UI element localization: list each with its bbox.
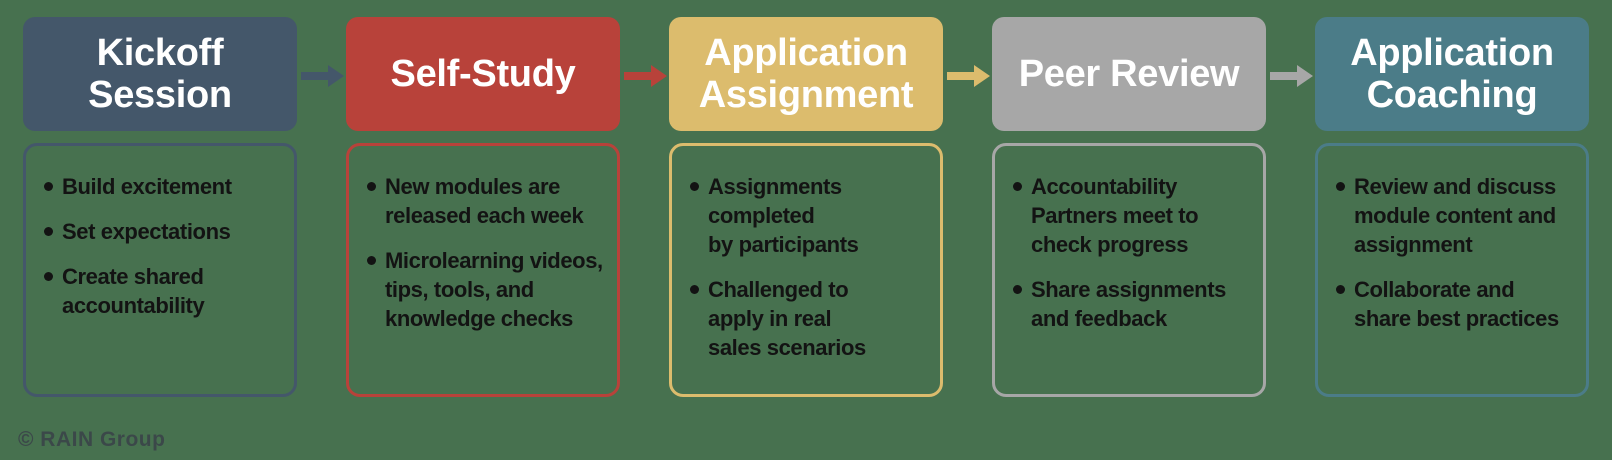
stage-column-kickoff-session: Kickoff Session Build excitement Set exp… xyxy=(23,17,297,397)
copyright-watermark: © RAIN Group xyxy=(18,428,166,451)
flow-arrow-2 xyxy=(620,17,669,89)
stage-bullet-box: Build excitement Set expectations Create… xyxy=(23,143,297,397)
bullet-list: Review and discuss module content and as… xyxy=(1334,172,1582,333)
bullet-item: New modules are released each week xyxy=(365,172,613,230)
arrow-right-icon xyxy=(300,65,344,87)
stage-bullet-box: Accountability Partners meet to check pr… xyxy=(992,143,1266,397)
bullet-item: Set expectations xyxy=(42,217,290,246)
bullet-item: Build excitement xyxy=(42,172,290,201)
bullet-item: Accountability Partners meet to check pr… xyxy=(1011,172,1259,259)
bullet-list: New modules are released each week Micro… xyxy=(365,172,613,333)
arrow-right-icon xyxy=(946,65,990,87)
flow-arrow-1 xyxy=(297,17,346,89)
bullet-item: Collaborate and share best practices xyxy=(1334,275,1582,333)
arrow-right-icon xyxy=(623,65,667,87)
stage-bullet-box: New modules are released each week Micro… xyxy=(346,143,620,397)
bullet-item: Share assignments and feedback xyxy=(1011,275,1259,333)
bullet-item: Challenged to apply in real sales scenar… xyxy=(688,275,936,362)
bullet-item: Create shared accountability xyxy=(42,262,290,320)
bullet-item: Assignments completed by participants xyxy=(688,172,936,259)
bullet-list: Build excitement Set expectations Create… xyxy=(42,172,290,320)
stage-row: Kickoff Session Build excitement Set exp… xyxy=(23,17,1589,397)
stage-bullet-box: Review and discuss module content and as… xyxy=(1315,143,1589,397)
bullet-item: Review and discuss module content and as… xyxy=(1334,172,1582,259)
flow-arrow-3 xyxy=(943,17,992,89)
stage-column-self-study: Self-Study New modules are released each… xyxy=(346,17,620,397)
flow-arrow-4 xyxy=(1266,17,1315,89)
stage-header: Kickoff Session xyxy=(23,17,297,131)
stage-column-application-coaching: Application Coaching Review and discuss … xyxy=(1315,17,1589,397)
stage-header: Peer Review xyxy=(992,17,1266,131)
stage-column-application-assignment: Application Assignment Assignments compl… xyxy=(669,17,943,397)
stage-header: Application Coaching xyxy=(1315,17,1589,131)
stage-column-peer-review: Peer Review Accountability Partners meet… xyxy=(992,17,1266,397)
arrow-right-icon xyxy=(1269,65,1313,87)
bullet-item: Microlearning videos, tips, tools, and k… xyxy=(365,246,613,333)
bullet-list: Accountability Partners meet to check pr… xyxy=(1011,172,1259,333)
bullet-list: Assignments completed by participants Ch… xyxy=(688,172,936,362)
stage-header: Self-Study xyxy=(346,17,620,131)
stage-header: Application Assignment xyxy=(669,17,943,131)
stage-bullet-box: Assignments completed by participants Ch… xyxy=(669,143,943,397)
